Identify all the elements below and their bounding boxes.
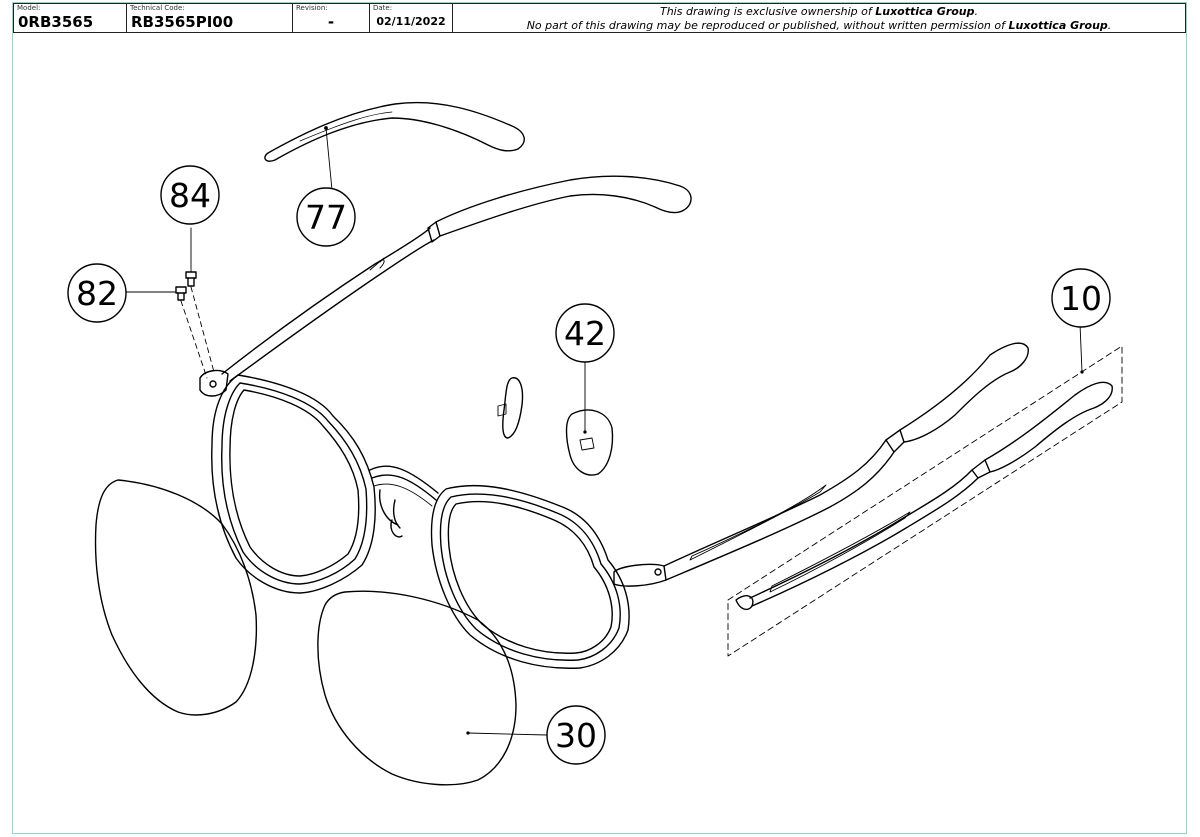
callout-42: 42 (555, 303, 615, 363)
callout-leader-lines (123, 127, 1084, 736)
notice-line-2: No part of this drawing may be reproduce… (526, 19, 1112, 32)
svg-text:82: 82 (76, 274, 118, 313)
model-cell: Model: 0RB3565 (14, 4, 127, 32)
revision-value: - (327, 13, 335, 31)
callout-84: 84 (160, 165, 220, 225)
date-cell: Date: 02/11/2022 (370, 4, 453, 32)
nose-pad-part (497, 377, 614, 476)
screw-82 (175, 286, 187, 301)
callout-30: 30 (546, 705, 606, 765)
revision-label: Revision: (296, 4, 328, 12)
model-label: Model: (17, 4, 41, 12)
svg-text:77: 77 (305, 198, 347, 237)
ownership-notice: This drawing is exclusive ownership of L… (453, 4, 1185, 32)
svg-text:30: 30 (555, 716, 597, 755)
technical-code-cell: Technical Code: RB3565PI00 (127, 4, 293, 32)
svg-text:42: 42 (564, 314, 606, 353)
title-block: Model: 0RB3565 Technical Code: RB3565PI0… (13, 3, 1186, 33)
notice-line-1: This drawing is exclusive ownership of L… (659, 5, 979, 18)
lens-right-part (317, 590, 517, 786)
callout-82: 82 (67, 263, 127, 323)
screw-assembly-lines (180, 286, 215, 379)
drawing-sheet-border (12, 2, 1187, 834)
front-frame (199, 342, 1029, 669)
callout-77: 77 (296, 187, 356, 247)
svg-text:84: 84 (169, 176, 211, 215)
temple-tip-part (264, 101, 525, 162)
temple-assembly-part (727, 345, 1123, 657)
technical-code-label: Technical Code: (130, 4, 185, 12)
date-value: 02/11/2022 (376, 15, 446, 28)
callout-10: 10 (1051, 268, 1111, 328)
lens-left-part (94, 479, 258, 716)
date-label: Date: (373, 4, 393, 12)
svg-text:10: 10 (1060, 279, 1102, 318)
model-value: 0RB3565 (18, 13, 94, 31)
technical-code-value: RB3565PI00 (131, 13, 234, 31)
revision-cell: Revision: - (293, 4, 370, 32)
left-temple (221, 175, 692, 382)
screw-84 (185, 271, 197, 287)
